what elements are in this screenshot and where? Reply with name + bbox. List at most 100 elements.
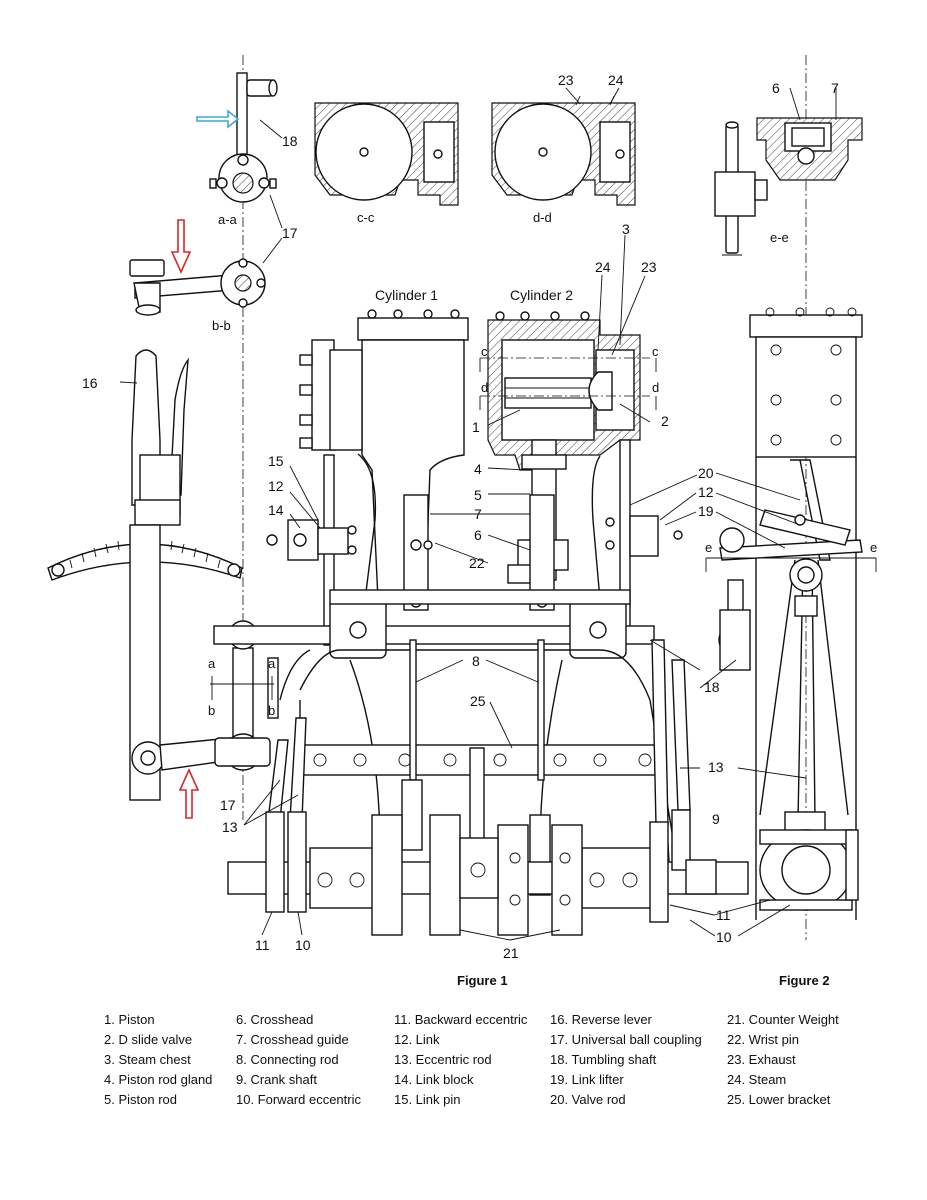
red-arrow-bottom <box>178 768 200 819</box>
section-ee-view <box>714 117 863 256</box>
legend-item: 21. Counter Weight <box>727 1012 839 1027</box>
cylinder-2-label: Cylinder 2 <box>510 287 573 303</box>
legend-item: 5. Piston rod <box>104 1092 177 1107</box>
callout-23-top: 23 <box>558 72 574 88</box>
cylinder-1 <box>299 309 469 601</box>
marker-b-right: b <box>268 703 275 718</box>
leader-lines <box>119 87 837 941</box>
eccentric-rods-right <box>649 639 717 923</box>
legend-item: 4. Piston rod gland <box>104 1072 213 1087</box>
legend-item: 20. Valve rod <box>550 1092 626 1107</box>
legend-column-2: 6. Crosshead 7. Crosshead guide 8. Conne… <box>236 1010 361 1110</box>
section-cc-view <box>314 102 459 206</box>
blue-direction-arrow <box>196 109 240 129</box>
section-ee-label: e-e <box>770 230 789 245</box>
marker-e-left: e <box>705 540 712 555</box>
legend-item: 14. Link block <box>394 1072 474 1087</box>
callout-2: 2 <box>661 413 669 429</box>
legend-item: 7. Crosshead guide <box>236 1032 349 1047</box>
callout-7-ee: 7 <box>831 80 839 96</box>
legend-item: 16. Reverse lever <box>550 1012 652 1027</box>
legend-item: 2. D slide valve <box>104 1032 193 1047</box>
callout-25: 25 <box>470 693 486 709</box>
marker-c-left: c <box>481 344 488 359</box>
legend-column-5: 21. Counter Weight 22. Wrist pin 23. Exh… <box>727 1010 839 1110</box>
figure-1-caption: Figure 1 <box>457 973 508 988</box>
callout-1: 1 <box>472 419 480 435</box>
callout-17-top: 17 <box>282 225 298 241</box>
callout-23-mid: 23 <box>641 259 657 275</box>
callout-4: 4 <box>474 461 482 477</box>
callout-9: 9 <box>712 811 720 827</box>
callout-11-right: 11 <box>716 907 731 923</box>
callout-5: 5 <box>474 487 482 503</box>
callout-10-left: 10 <box>295 937 311 953</box>
legend-column-3: 11. Backward eccentric 12. Link 13. Ecce… <box>394 1010 527 1110</box>
callout-19: 19 <box>698 503 714 519</box>
left-valve-gear <box>266 453 377 646</box>
marker-a-right: a <box>268 656 276 671</box>
marker-d-right: d <box>652 380 659 395</box>
cylinder-1-label: Cylinder 1 <box>375 287 438 303</box>
legend-item: 23. Exhaust <box>727 1052 796 1067</box>
cylinder-2-section <box>480 311 650 584</box>
section-bb-label: b-b <box>212 318 231 333</box>
callout-8: 8 <box>472 653 480 669</box>
callout-21: 21 <box>503 945 519 961</box>
callout-20: 20 <box>698 465 714 481</box>
marker-e-right: e <box>870 540 877 555</box>
red-arrow-top <box>170 219 192 274</box>
callout-12-left: 12 <box>268 478 284 494</box>
parts-legend: 1. Piston 2. D slide valve 3. Steam ches… <box>0 1010 927 1120</box>
legend-item: 9. Crank shaft <box>236 1072 317 1087</box>
callout-24-top: 24 <box>608 72 624 88</box>
section-bb-view <box>129 258 266 316</box>
callout-6: 6 <box>474 527 482 543</box>
callout-10-right: 10 <box>716 929 732 945</box>
marker-c-right: c <box>652 344 659 359</box>
figure-2-caption: Figure 2 <box>779 973 830 988</box>
callout-14: 14 <box>268 502 284 518</box>
callout-6-ee: 6 <box>772 80 780 96</box>
legend-item: 24. Steam <box>727 1072 787 1087</box>
section-dd-view <box>491 95 636 206</box>
legend-column-1: 1. Piston 2. D slide valve 3. Steam ches… <box>104 1010 212 1110</box>
callout-13-left: 13 <box>222 819 238 835</box>
callout-7-main: 7 <box>474 506 482 522</box>
legend-item: 12. Link <box>394 1032 440 1047</box>
figure-2-side-view <box>718 307 863 920</box>
section-cc-label: c-c <box>357 210 375 225</box>
legend-column-4: 16. Reverse lever 17. Universal ball cou… <box>550 1010 702 1110</box>
section-markers <box>210 358 877 700</box>
legend-item: 1. Piston <box>104 1012 155 1027</box>
callout-13-right: 13 <box>708 759 724 775</box>
legend-item: 17. Universal ball coupling <box>550 1032 702 1047</box>
marker-d-left: d <box>481 380 488 395</box>
engine-drawing: Cylinder 1 Cylinder 2 a-a b-b c-c d-d e-… <box>47 55 877 961</box>
legend-item: 6. Crosshead <box>236 1012 314 1027</box>
legend-item: 15. Link pin <box>394 1092 461 1107</box>
callout-24-mid: 24 <box>595 259 611 275</box>
callout-3: 3 <box>622 221 630 237</box>
legend-item: 19. Link lifter <box>550 1072 624 1087</box>
legend-item: 18. Tumbling shaft <box>550 1052 657 1067</box>
legend-item: 8. Connecting rod <box>236 1052 339 1067</box>
marker-b-left: b <box>208 703 215 718</box>
callout-11-left: 11 <box>255 937 270 953</box>
callout-16: 16 <box>82 375 98 391</box>
legend-item: 13. Eccentric rod <box>394 1052 492 1067</box>
section-aa-view <box>209 72 278 203</box>
callout-15: 15 <box>268 453 284 469</box>
callout-17-bottom: 17 <box>220 797 236 813</box>
legend-item: 10. Forward eccentric <box>236 1092 361 1107</box>
legend-item: 11. Backward eccentric <box>394 1012 528 1027</box>
tumbling-shaft-bar <box>213 589 655 659</box>
section-dd-label: d-d <box>533 210 552 225</box>
section-aa-label: a-a <box>218 212 238 227</box>
legend-item: 25. Lower bracket <box>727 1092 831 1107</box>
callout-22: 22 <box>469 555 485 571</box>
reverse-lever <box>47 349 243 801</box>
right-valve-gear <box>591 439 683 641</box>
marker-a-left: a <box>208 656 216 671</box>
callout-18-right: 18 <box>704 679 720 695</box>
